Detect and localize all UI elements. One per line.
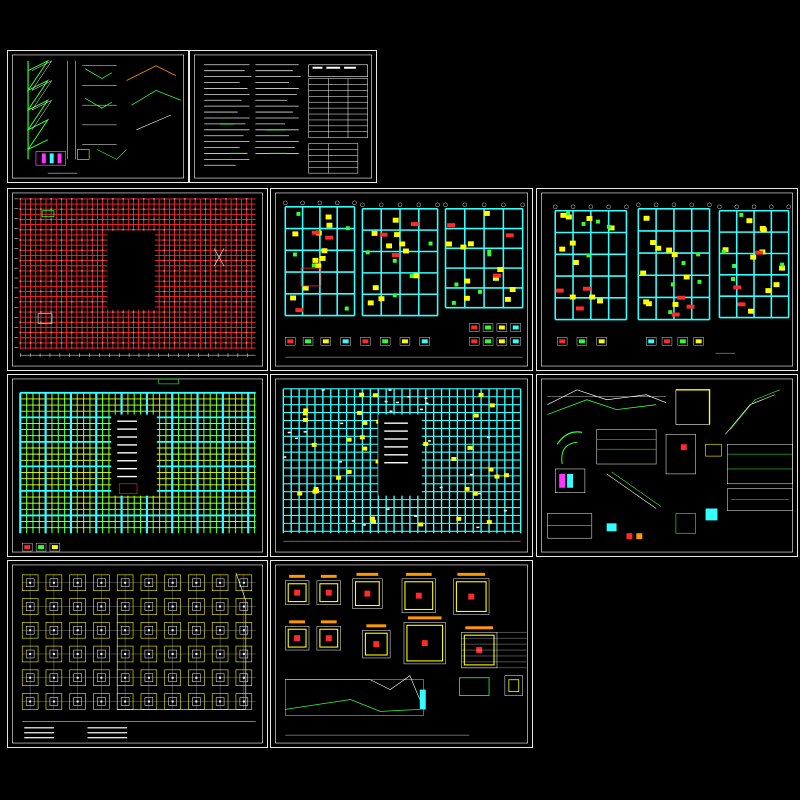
sheet-stair-details-top — [7, 50, 189, 183]
stair-details-right-drawing — [541, 378, 793, 553]
beam-plan-drawing — [12, 378, 263, 553]
floor-plans-a-drawing — [275, 192, 528, 367]
floor-plans-b-drawing — [541, 192, 793, 367]
stair-details-drawing — [12, 54, 184, 179]
pile-layout-drawing — [12, 192, 263, 367]
slab-plan-drawing — [275, 378, 528, 553]
foundation-plan-drawing — [12, 564, 263, 744]
sheet-floor-plans-a — [270, 188, 533, 371]
general-notes-drawing — [194, 54, 372, 179]
sheet-pile-layout-plan — [7, 188, 268, 371]
pile-cap-details-drawing — [275, 564, 528, 744]
sheet-stair-details-right — [536, 374, 798, 557]
sheet-beam-plan-green — [7, 374, 268, 557]
sheet-pile-cap-details — [270, 560, 533, 748]
sheet-general-notes — [189, 50, 377, 183]
sheet-slab-reinforcement-plan — [270, 374, 533, 557]
sheet-floor-plans-b — [536, 188, 798, 371]
sheet-foundation-plan — [7, 560, 268, 748]
